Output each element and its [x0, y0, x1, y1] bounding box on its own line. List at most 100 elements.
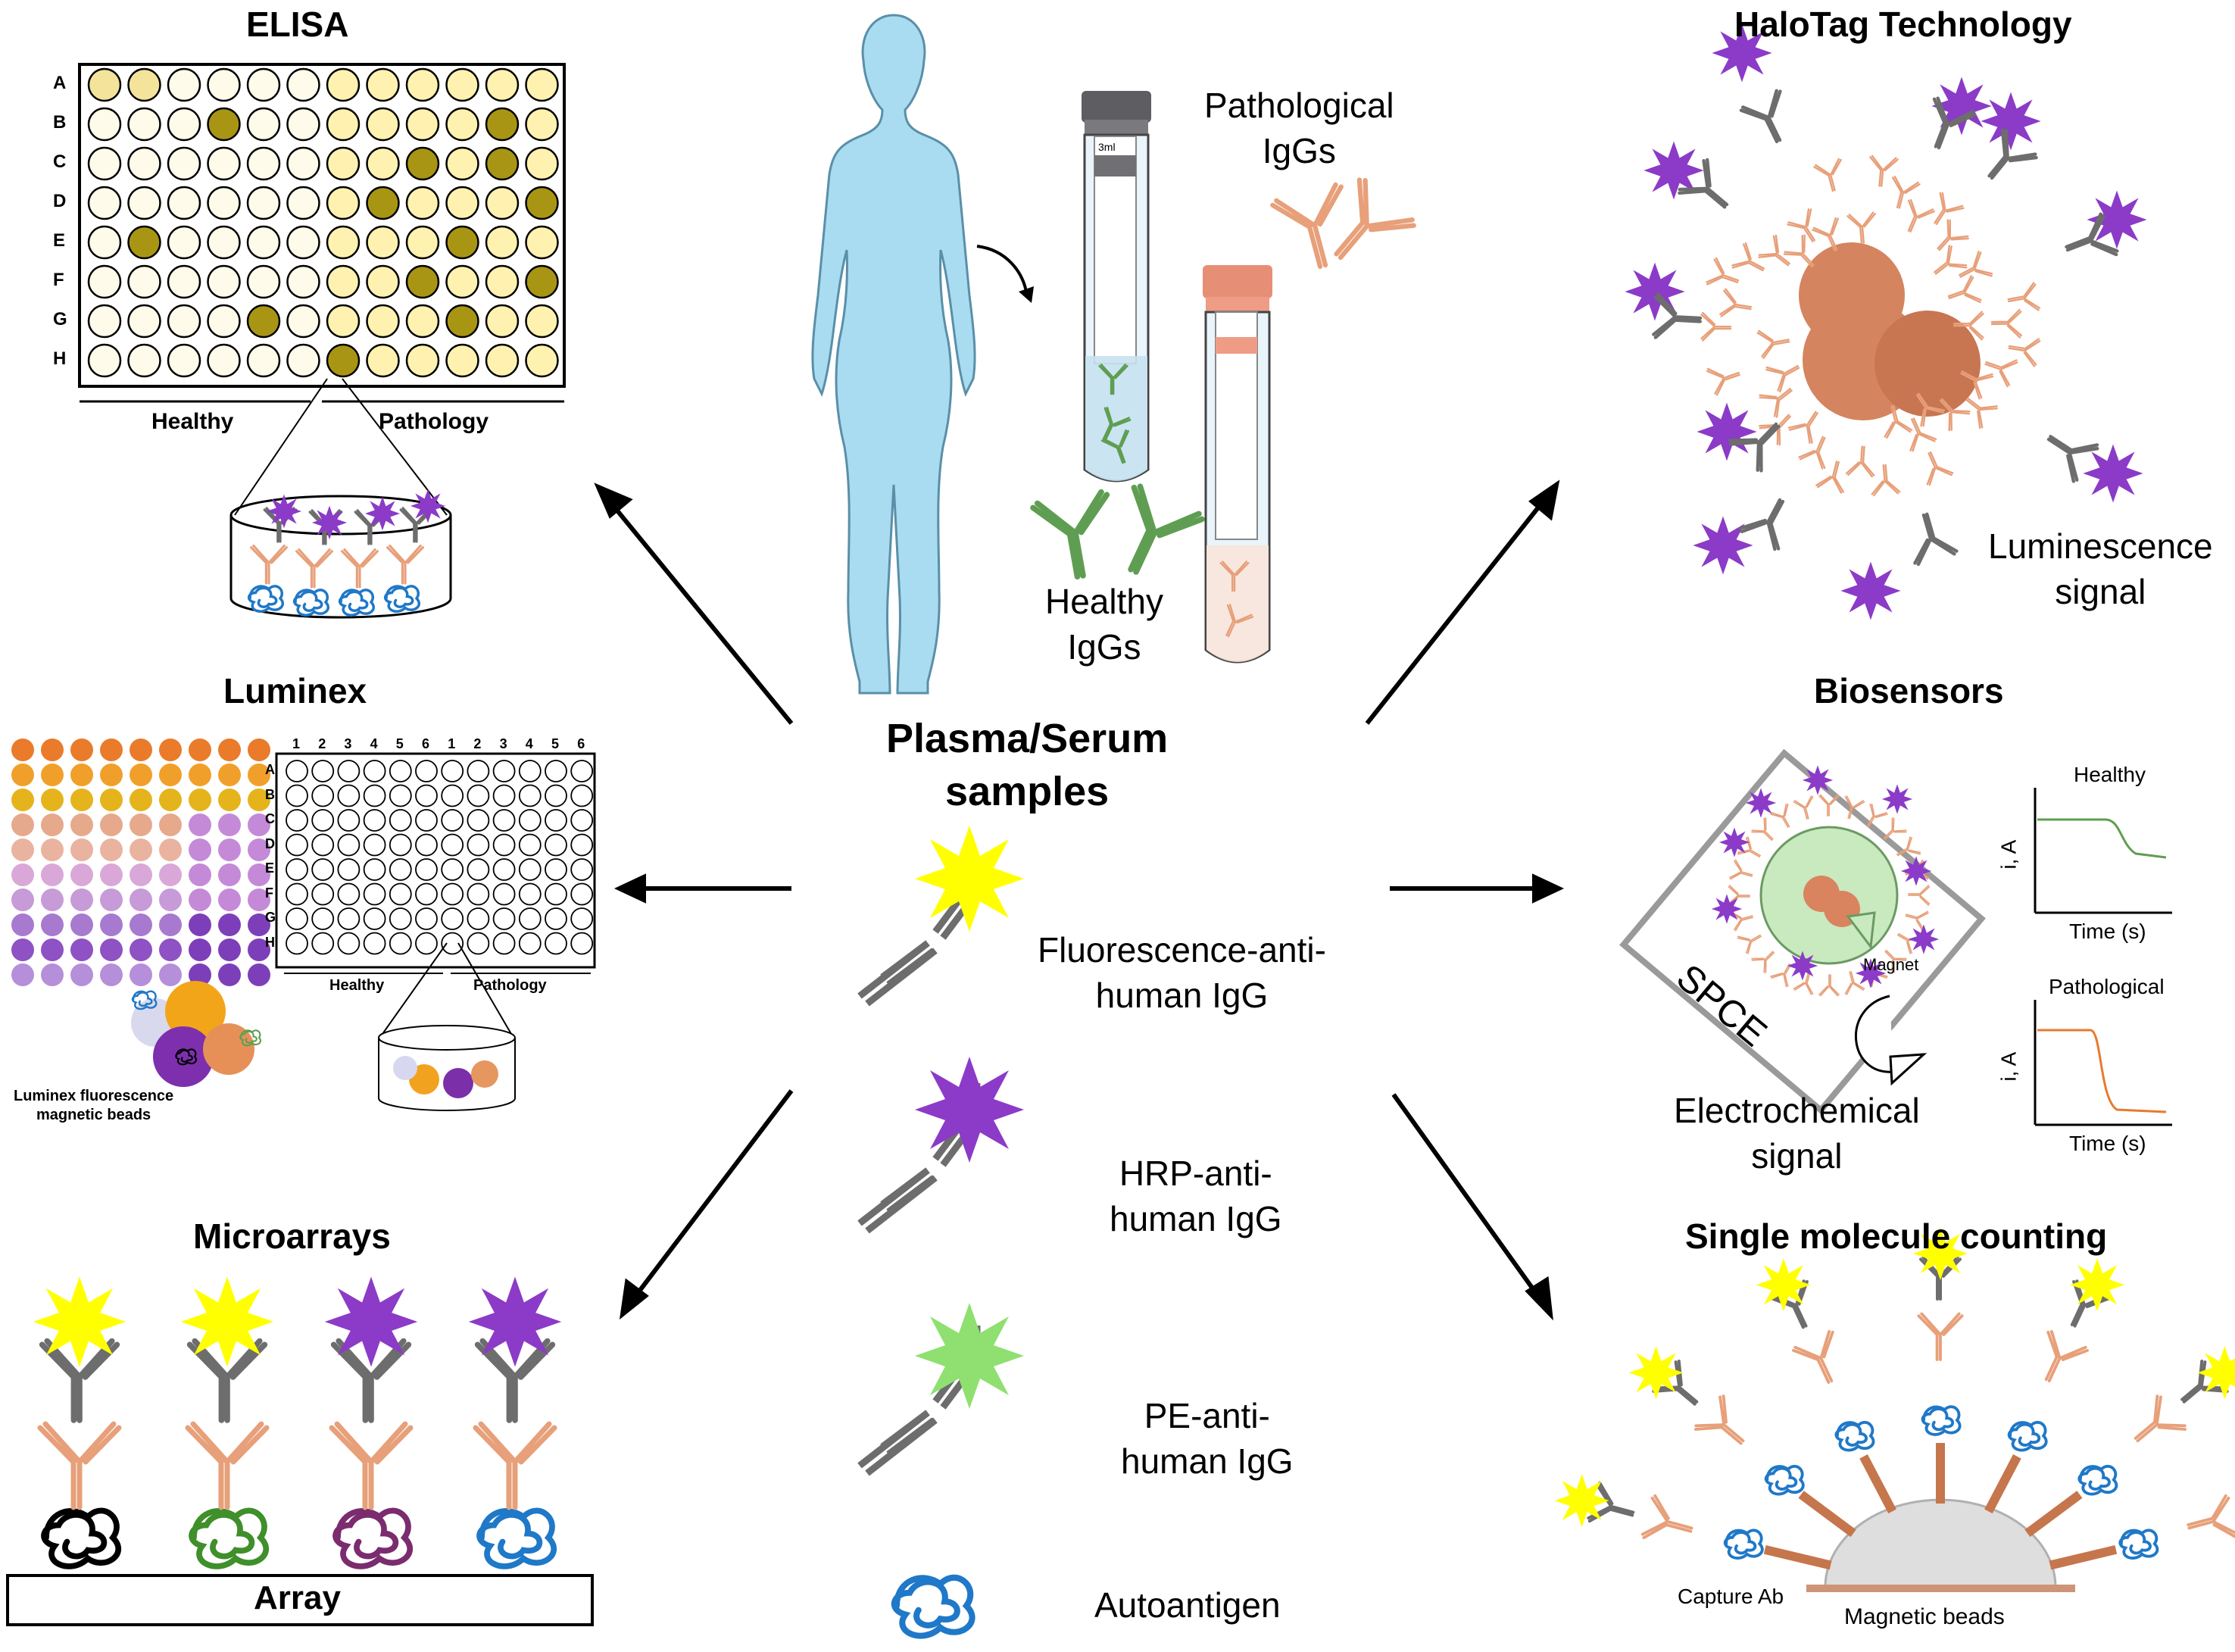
luminex-well: [467, 858, 490, 881]
smc-antigen: [1764, 1464, 1805, 1496]
elisa-well: [207, 146, 241, 181]
luminex-well: [570, 932, 594, 955]
luminex-bead: [218, 888, 241, 911]
microarray-antigen: [479, 1510, 554, 1566]
luminex-bead: [159, 789, 182, 811]
luminex-bead: [41, 814, 64, 836]
elisa-well: [525, 264, 559, 299]
halotag-signal-line2: signal: [2055, 571, 2146, 611]
luminex-bead: [248, 938, 270, 961]
elisa-well: [207, 107, 241, 142]
smc-antibodies: [1554, 1227, 2235, 1570]
halotag-bead: [1874, 311, 1981, 417]
luminex-bead: [189, 888, 211, 911]
elisa-well: [246, 343, 281, 378]
luminex-bead: [130, 963, 152, 986]
luminex-well: [492, 858, 516, 881]
elisa-healthy-label: Healthy: [151, 409, 234, 434]
luminex-bead: [218, 814, 241, 836]
halotag-antibody: [1706, 358, 1744, 397]
smc-igg: [1692, 1393, 1759, 1460]
luminex-bead: [130, 764, 152, 786]
elisa-well: [87, 264, 122, 299]
luminex-bead: [70, 814, 93, 836]
luminex-well: [518, 833, 542, 857]
microarray-capture-ab: [188, 1424, 267, 1507]
biosensor-antibody: [1793, 795, 1819, 822]
luminex-well: [467, 760, 490, 782]
elisa-well: [286, 67, 320, 102]
luminex-well: [363, 907, 386, 930]
elisa-row-label: E: [53, 230, 66, 251]
elisa-well: [87, 343, 122, 378]
smc-igg: [2182, 1494, 2235, 1551]
luminex-well: [337, 858, 361, 881]
halotag-detection-ab: [1903, 509, 1958, 565]
luminex-well: [311, 809, 335, 832]
luminex-bead: [70, 963, 93, 986]
luminex-bead: [41, 888, 64, 911]
elisa-well: [167, 146, 201, 181]
halotag-antibody: [1866, 155, 1899, 189]
microarray-capture-ab: [476, 1424, 554, 1507]
elisa-row-label: F: [53, 270, 64, 290]
luminex-bead: [41, 764, 64, 786]
elisa-well: [127, 186, 161, 220]
plot1-xlabel: Time (s): [2069, 920, 2146, 943]
luminex-bead: [189, 814, 211, 836]
biosensor-antibody: [1769, 802, 1799, 832]
luminex-bead: [11, 963, 34, 986]
luminex-well: [492, 760, 516, 782]
arrows: [594, 479, 1565, 1321]
luminex-well: [389, 784, 412, 807]
luminex-bead: [189, 913, 211, 936]
elisa-row-label: G: [53, 309, 67, 329]
luminex-well: [570, 882, 594, 906]
elisa-well: [366, 67, 400, 102]
luminex-col-label: 4: [525, 736, 533, 751]
elisa-well: [326, 107, 361, 142]
elisa-well: [246, 67, 281, 102]
luminex-bead: [100, 789, 123, 811]
halotag-cluster: [1625, 23, 2147, 620]
luminex-bead: [218, 863, 241, 886]
luminex-bead: [248, 739, 270, 761]
plot-pathological: [2034, 1000, 2172, 1126]
luminex-well: [492, 907, 516, 930]
biosensor-star: [1718, 827, 1750, 857]
luminex-bead: [130, 863, 152, 886]
legend-pe-line2: human IgG: [1121, 1441, 1294, 1481]
luminex-bead: [218, 913, 241, 936]
elisa-well: [326, 146, 361, 181]
luminex-well: [363, 882, 386, 906]
luminex-col-label: 2: [318, 736, 326, 751]
microarray-antibodies: [33, 1276, 562, 1566]
luminex-bead: [189, 739, 211, 761]
luminex-bead: [70, 863, 93, 886]
luminex-bead: [159, 764, 182, 786]
luminex-well: [337, 882, 361, 906]
luminex-well: [337, 784, 361, 807]
elisa-well: [326, 67, 361, 102]
luminex-well: [363, 833, 386, 857]
luminex-well: [467, 833, 490, 857]
halotag-star: [2083, 444, 2143, 503]
luminex-well: [441, 760, 464, 782]
luminex-bead: [70, 789, 93, 811]
luminex-row-label: H: [265, 934, 275, 950]
luminex-well: [389, 833, 412, 857]
biosensor-star: [1745, 788, 1777, 818]
elisa-well: [525, 225, 559, 260]
legend-hrp-label: HRP-anti- human IgG: [1110, 1151, 1282, 1242]
luminex-bead: [130, 938, 152, 961]
luminex-col-label: 5: [551, 736, 560, 751]
biosensor-star: [1787, 951, 1818, 981]
halotag-detection-ab: [1653, 294, 1701, 339]
luminex-bead: [11, 888, 34, 911]
luminex-bead: [100, 838, 123, 861]
plot1-ylabel: i, A: [1996, 839, 2021, 870]
luminex-bead: [100, 913, 123, 936]
elisa-well: [286, 146, 320, 181]
luminex-bead: [159, 913, 182, 936]
luminex-well: [570, 833, 594, 857]
